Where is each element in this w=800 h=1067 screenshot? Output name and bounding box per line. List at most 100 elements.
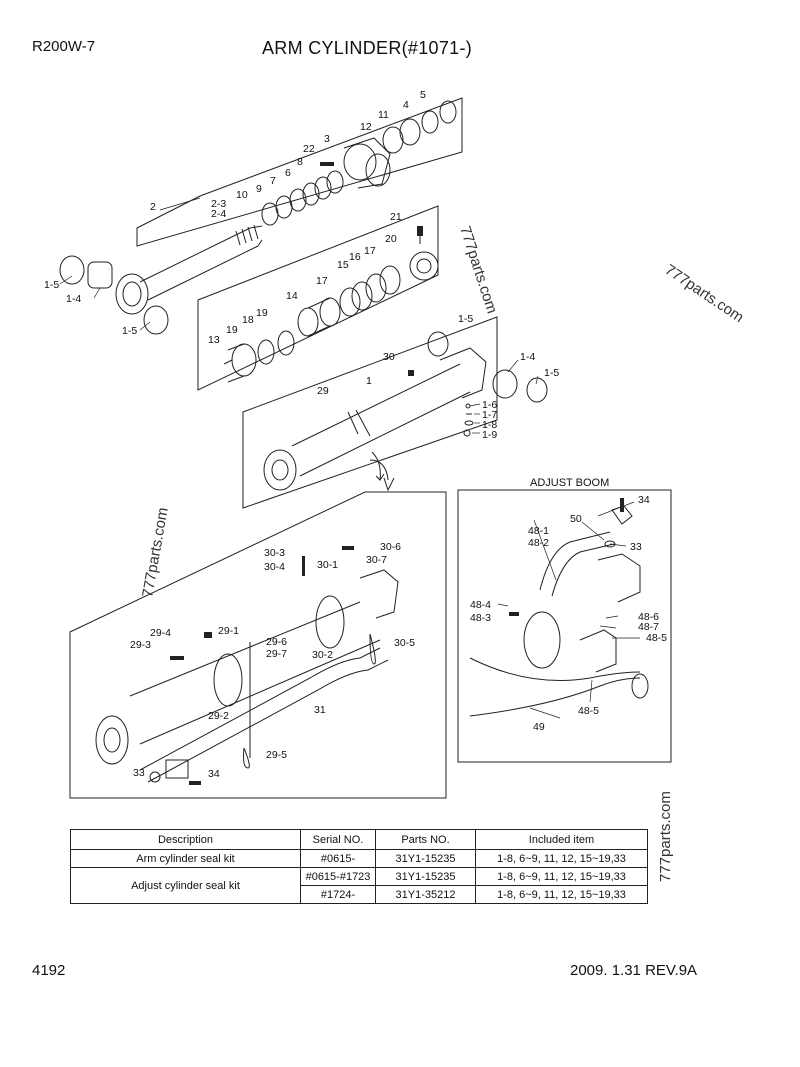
small-hardware xyxy=(170,162,624,785)
callout-label: 1 xyxy=(366,375,372,387)
items-cell: 1-8, 6~9, 11, 12, 15~19,33 xyxy=(475,867,648,886)
callout-label: 1-4 xyxy=(66,293,81,305)
detail-arrow-icon xyxy=(369,459,395,492)
callout-label: 2-3 xyxy=(211,198,226,210)
items-cell: 1-8, 6~9, 11, 12, 15~19,33 xyxy=(475,885,648,904)
detail-cylinder xyxy=(95,569,399,783)
adjust-boom-panel xyxy=(457,489,672,763)
tube-group-panel xyxy=(242,316,498,509)
callout-label: 1-4 xyxy=(520,351,535,363)
callout-label: 5 xyxy=(420,89,426,101)
table-row: Adjust cylinder seal kit #0615-#1723 31Y… xyxy=(70,867,648,904)
callout-label: 2-4 xyxy=(211,208,226,220)
seal-kit-table: Description Serial NO. Parts NO. Include… xyxy=(70,829,648,904)
callout-label: 3 xyxy=(324,133,330,145)
table-row: #1724- 31Y1-35212 1-8, 6~9, 11, 12, 15~1… xyxy=(71,885,648,904)
column-header: Parts NO. xyxy=(375,829,476,850)
serial-cell: #1724- xyxy=(300,885,376,904)
callout-label: 22 xyxy=(303,143,315,155)
callout-label: 1-5 xyxy=(458,313,473,325)
adjust-boom-assembly xyxy=(469,505,649,717)
callout-label: 6 xyxy=(285,167,291,179)
callout-label: 2 xyxy=(150,201,156,213)
callout-label: 48-5 xyxy=(646,632,667,644)
callout-label: 17 xyxy=(316,275,328,287)
callout-label: 7 xyxy=(270,175,276,187)
callout-label: 1-9 xyxy=(482,429,497,441)
serial-cell: #0615-#1723 xyxy=(300,867,376,886)
callout-label: 4 xyxy=(403,99,409,111)
parts-cell: 31Y1-15235 xyxy=(375,867,476,886)
callout-label: 21 xyxy=(390,211,402,223)
callout-label: 29 xyxy=(317,385,329,397)
gland-head xyxy=(343,137,391,189)
callout-label: 29-3 xyxy=(130,639,151,651)
callout-label: 17 xyxy=(364,245,376,257)
table-header-row: Description Serial NO. Parts NO. Include… xyxy=(70,829,648,850)
callout-label: 34 xyxy=(208,768,220,780)
callout-label: 49 xyxy=(533,721,545,733)
page-number: 4192 xyxy=(32,962,66,979)
watermark: 777parts.com xyxy=(657,791,674,882)
description-cell: Adjust cylinder seal kit xyxy=(70,867,301,904)
callout-label: 8 xyxy=(297,156,303,168)
callout-leaders xyxy=(59,197,640,719)
rod-seals xyxy=(261,100,457,226)
callout-label: 29-2 xyxy=(208,710,229,722)
callout-label: 9 xyxy=(256,183,262,195)
callout-label: 11 xyxy=(378,109,389,121)
callout-label: 1-5 xyxy=(122,325,137,337)
callout-label: 1-6 xyxy=(482,399,497,411)
watermark: 777parts.com xyxy=(662,261,747,326)
callout-label: 30-1 xyxy=(317,559,338,571)
callout-label: 29-4 xyxy=(150,627,171,639)
model-code: R200W-7 xyxy=(32,38,96,55)
serial-cell: #0615- xyxy=(300,849,376,868)
column-header: Serial NO. xyxy=(300,829,376,850)
table-row: Arm cylinder seal kit #0615- 31Y1-15235 … xyxy=(70,849,648,868)
main-callouts: 5 4 11 12 3 22 8 6 7 9 10 2 2-3 2-4 21 2… xyxy=(44,89,559,441)
callout-label: 30 xyxy=(383,351,395,363)
callout-label: 48-3 xyxy=(470,612,491,624)
callout-label: 29-1 xyxy=(218,625,239,637)
callout-label: 31 xyxy=(314,704,326,716)
piston-rod xyxy=(115,224,263,315)
callout-label: 20 xyxy=(385,233,397,245)
callout-label: 30-5 xyxy=(394,637,415,649)
callout-label: 48-6 xyxy=(638,611,659,623)
callout-label: 29-5 xyxy=(266,749,287,761)
callout-label: 1-7 xyxy=(482,409,497,421)
callout-label: 34 xyxy=(638,494,650,506)
parts-cell: 31Y1-15235 xyxy=(375,849,476,868)
watermark: 777parts.com xyxy=(139,506,172,598)
callout-label: 48-7 xyxy=(638,621,659,633)
callout-label: 30-2 xyxy=(312,649,333,661)
column-header: Description xyxy=(70,829,301,850)
callout-label: 15 xyxy=(337,259,349,271)
callout-label: 10 xyxy=(236,189,248,201)
callout-label: 14 xyxy=(286,290,298,302)
callout-label: 48-5 xyxy=(578,705,599,717)
callout-label: 29-6 xyxy=(266,636,287,648)
detail-callouts: 30-3 30-4 30-6 30-7 30-1 29-4 29-3 29-1 … xyxy=(130,541,415,780)
callout-label: 12 xyxy=(360,121,372,133)
callout-label: 48-4 xyxy=(470,599,491,611)
piston-group-panel xyxy=(197,205,439,391)
callout-label: 13 xyxy=(208,334,220,346)
callout-label: 16 xyxy=(349,251,361,263)
callout-label: 18 xyxy=(242,314,254,326)
callout-label: 1-5 xyxy=(544,367,559,379)
callout-label: 30-4 xyxy=(264,561,285,573)
cylinder-tube xyxy=(263,331,548,491)
detail-panel xyxy=(69,491,447,799)
callout-label: 50 xyxy=(570,513,582,525)
callout-label: 29-7 xyxy=(266,648,287,660)
watermark: 777parts.com xyxy=(456,224,500,316)
callout-label: 1-8 xyxy=(482,419,497,431)
callout-label: 30-7 xyxy=(366,554,387,566)
callout-label: 30-3 xyxy=(264,547,285,559)
callout-label: 19 xyxy=(256,307,268,319)
callout-label: 33 xyxy=(630,541,642,553)
parts-cell: 31Y1-35212 xyxy=(375,885,476,904)
callout-label: 33 xyxy=(133,767,145,779)
